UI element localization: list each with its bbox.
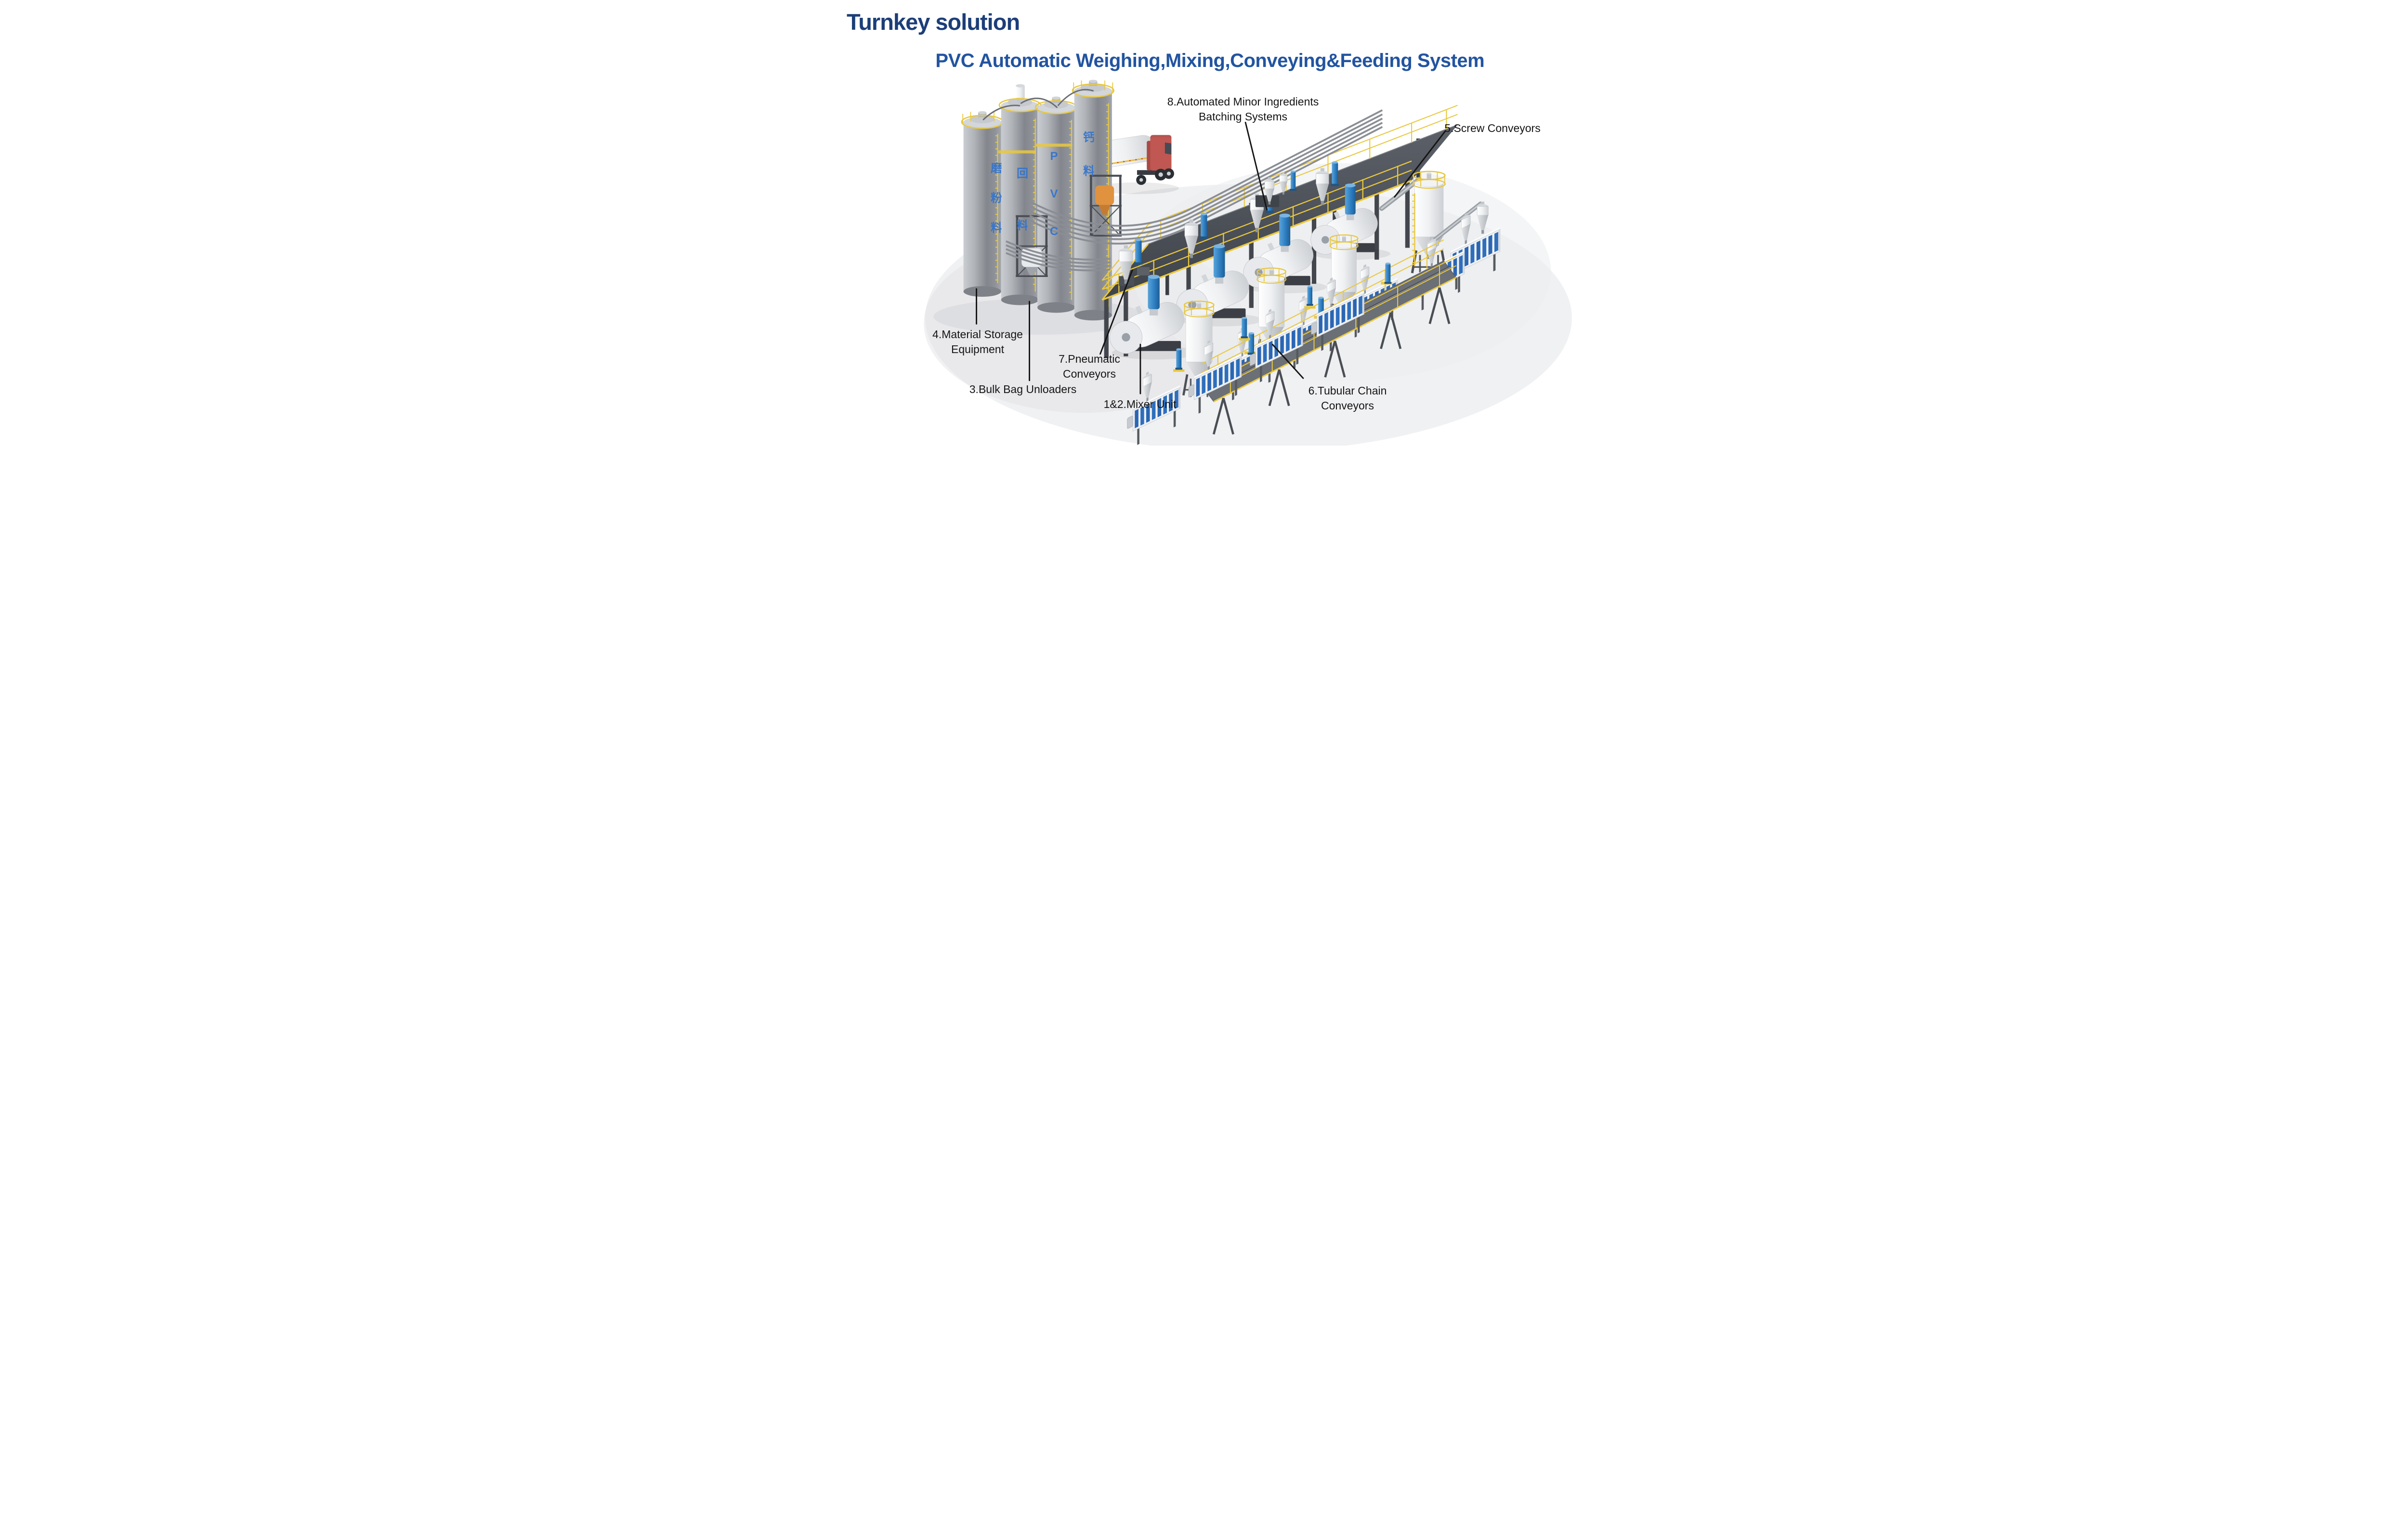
silo-marking-4: 钙料 xyxy=(1081,131,1094,198)
silo-walkway xyxy=(1036,144,1073,147)
leader-line-6 xyxy=(1271,343,1304,379)
callout-text-line: 4.Material Storage xyxy=(932,328,1023,341)
callout-mixer-unit: 1&2.Mixer Unit xyxy=(1104,397,1177,412)
leader-lines xyxy=(976,121,1446,395)
silo-marking-1: 磨粉料 xyxy=(988,162,1002,251)
minor-ingredient-batching-system xyxy=(1255,171,1296,207)
callout-text-line: 8.Automated Minor Ingredients xyxy=(1167,95,1319,108)
callout-text-line: 5.Screw Conveyors xyxy=(1444,122,1541,134)
callout-text-line: 6.Tubular Chain xyxy=(1308,384,1387,397)
page-title: Turnkey solution xyxy=(847,9,1020,35)
pipe-run-high xyxy=(1029,109,1383,245)
ground-pumps xyxy=(1173,285,1316,372)
silo-walkway xyxy=(998,150,1036,154)
silo-marking-3: PVC xyxy=(1047,150,1060,263)
callout-text-line: Equipment xyxy=(951,343,1004,355)
callout-text-line: Batching Systems xyxy=(1198,110,1288,123)
presentation-slide: Turnkey solution PVC Automatic Weighing,… xyxy=(833,0,1575,446)
page-subtitle: PVC Automatic Weighing,Mixing,Conveying&… xyxy=(935,50,1485,71)
pipe-run-low xyxy=(1006,240,1111,272)
callout-text-line: Conveyors xyxy=(1063,368,1116,380)
callout-material-storage: 4.Material Storage Equipment xyxy=(932,327,1023,357)
callout-text-line: 7.Pneumatic xyxy=(1059,353,1120,365)
silo-marking-2: 回料 xyxy=(1014,167,1028,271)
callout-minor-ingredients-batching: 8.Automated Minor Ingredients Batching S… xyxy=(1167,94,1319,124)
deck-equipment xyxy=(1119,161,1339,286)
callout-text-line: 1&2.Mixer Unit xyxy=(1103,398,1177,410)
leader-line-7 xyxy=(1099,269,1133,355)
callout-bulk-bag-unloaders: 3.Bulk Bag Unloaders xyxy=(969,382,1076,397)
leader-line-5 xyxy=(1394,131,1446,198)
callout-text-line: 3.Bulk Bag Unloaders xyxy=(969,383,1077,395)
callout-pneumatic-conveyors: 7.Pneumatic Conveyors xyxy=(1059,352,1120,381)
leader-line-8 xyxy=(1244,121,1268,211)
factory-3d-illustration xyxy=(924,79,1572,446)
silo-1 xyxy=(961,111,1004,297)
callout-text-line: Conveyors xyxy=(1321,399,1374,412)
bulk-bag xyxy=(1095,185,1114,205)
callout-tubular-chain-conveyors: 6.Tubular Chain Conveyors xyxy=(1309,383,1387,413)
callout-screw-conveyors: 5.Screw Conveyors xyxy=(1444,121,1540,136)
